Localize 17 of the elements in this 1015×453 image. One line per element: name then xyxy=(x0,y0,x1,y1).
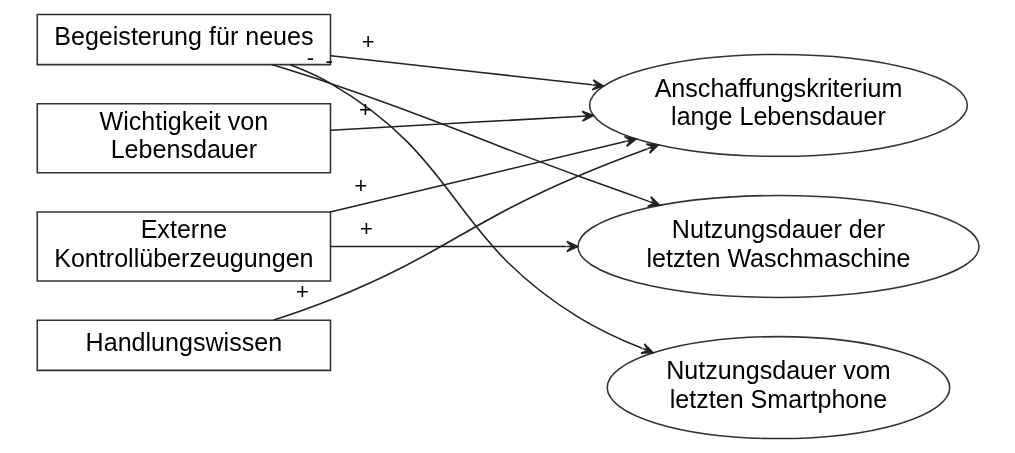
node-box: Wichtigkeit von Lebensdauer xyxy=(36,103,331,174)
arrow xyxy=(272,143,659,321)
arrow xyxy=(329,240,579,253)
edge-label: - xyxy=(325,47,333,73)
arrow xyxy=(328,135,637,213)
edge-label: + xyxy=(359,215,373,241)
arrow xyxy=(329,54,604,91)
arrow xyxy=(288,64,654,354)
edge-label: - xyxy=(306,45,314,70)
node-ellipse: Nutzungsdauer vom letzten Smartphone xyxy=(605,335,951,440)
node-box: Externe Kontrollüberzeugungen xyxy=(36,211,331,282)
arrow xyxy=(270,63,660,207)
arrow xyxy=(329,110,594,131)
edge-label: + xyxy=(295,279,309,305)
edge-label: + xyxy=(361,28,374,54)
edge-label: + xyxy=(353,173,367,199)
node-box: Handlungswissen xyxy=(36,319,331,372)
